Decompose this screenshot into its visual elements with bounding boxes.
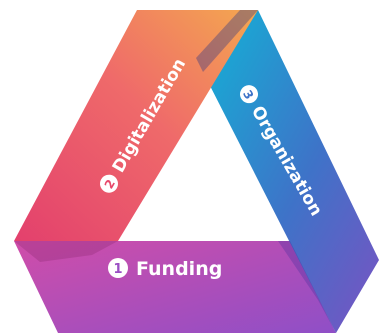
fold-shade-top xyxy=(196,10,258,72)
label-text-funding: Funding xyxy=(136,258,222,280)
number-funding: 1 xyxy=(113,262,122,277)
segment-funding xyxy=(14,241,336,333)
fold-shade-left xyxy=(14,241,118,262)
label-funding: 1 Funding xyxy=(108,258,222,280)
number-badge-funding xyxy=(108,258,128,278)
number-badge-organization xyxy=(240,85,258,104)
segment-digitalization xyxy=(14,10,258,241)
number-badge-digitalization xyxy=(100,174,118,193)
